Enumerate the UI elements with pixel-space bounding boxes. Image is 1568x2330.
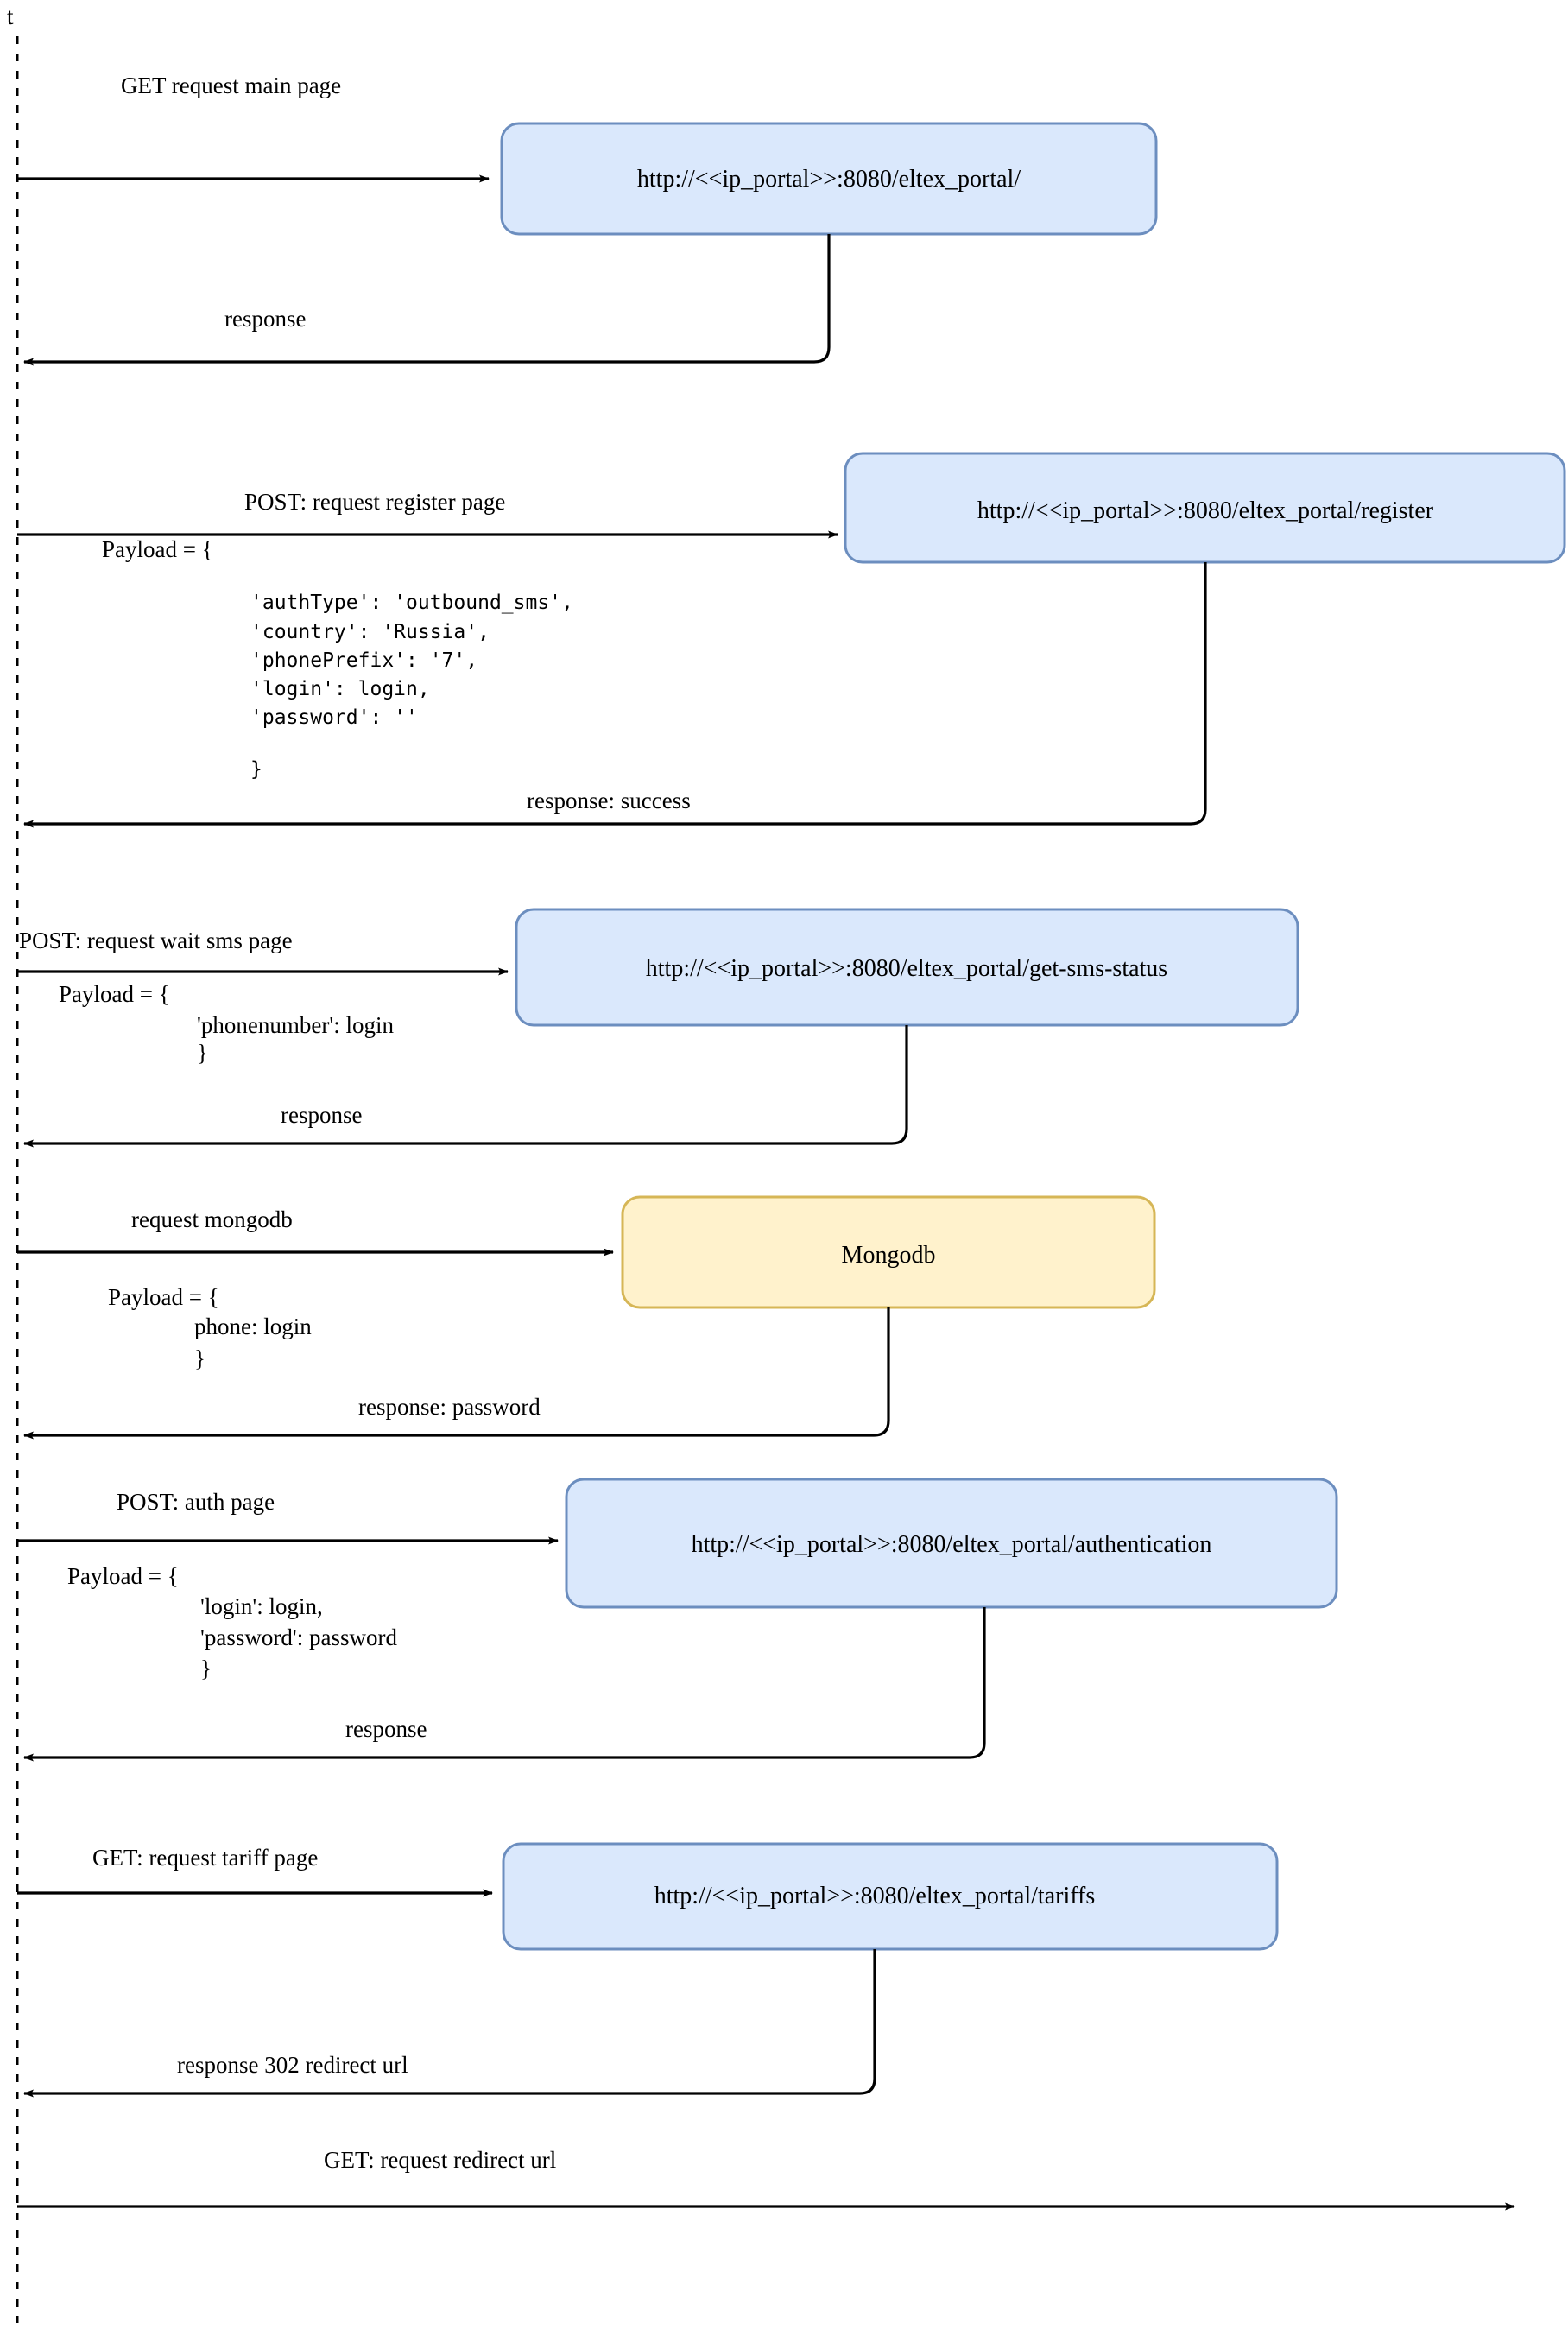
- payload-mongodb-footer: }: [194, 1345, 205, 1371]
- message-arrow-m2: [23, 234, 831, 366]
- payload-auth-header: Payload = {: [67, 1563, 179, 1589]
- node-label-tariffs: http://<<ip_portal>>:8080/eltex_portal/t…: [654, 1883, 1096, 1909]
- message-group-response-auth: response: [23, 1607, 986, 1762]
- payload-register: Payload = { 'authType': 'outbound_sms', …: [102, 536, 573, 781]
- payload-register-line-4: 'password': '': [250, 706, 418, 729]
- node-label-register: http://<<ip_portal>>:8080/eltex_portal/r…: [977, 497, 1434, 524]
- message-arrow-m6: [23, 1025, 908, 1148]
- payload-mongodb: Payload = { phone: login }: [108, 1284, 312, 1371]
- message-label-m11: GET: request tariff page: [92, 1845, 318, 1871]
- message-group-post-register: POST: request register page: [17, 489, 838, 539]
- payload-register-line-1: 'country': 'Russia',: [250, 621, 490, 643]
- message-arrow-m12: [23, 1949, 876, 2098]
- message-label-m5: POST: request wait sms page: [19, 928, 293, 953]
- message-label-m7: request mongodb: [131, 1206, 293, 1232]
- node-label-main-page: http://<<ip_portal>>:8080/eltex_portal/: [637, 166, 1021, 193]
- payload-register-line-0: 'authType': 'outbound_sms',: [250, 592, 573, 614]
- payload-sms-footer: }: [197, 1040, 208, 1066]
- payload-register-footer: }: [250, 758, 262, 781]
- message-group-response-main-page: response: [23, 234, 831, 366]
- message-arrow-m4: [23, 562, 1207, 828]
- message-group-request-mongodb: request mongodb: [17, 1206, 614, 1257]
- message-label-m12: response 302 redirect url: [177, 2052, 408, 2078]
- message-group-response-mongodb: response: password: [23, 1307, 890, 1440]
- message-label-m6: response: [281, 1102, 362, 1128]
- node-label-mongodb: Mongodb: [842, 1242, 936, 1269]
- payload-sms-line-0: 'phonenumber': login: [197, 1012, 394, 1038]
- message-arrow-m10: [23, 1607, 986, 1762]
- message-group-get-tariffs: GET: request tariff page: [17, 1845, 493, 1897]
- node-mongodb[interactable]: Mongodb: [621, 1195, 1156, 1309]
- message-group-response-register: response: success: [23, 562, 1207, 828]
- message-label-m3: POST: request register page: [244, 489, 505, 515]
- payload-register-line-3: 'login': login,: [250, 678, 430, 700]
- node-box-authentication[interactable]: [565, 1478, 1338, 1609]
- message-label-m2: response: [224, 306, 306, 332]
- message-group-response-sms: response: [23, 1025, 908, 1148]
- payload-sms-header: Payload = {: [59, 981, 170, 1007]
- payload-mongodb-header: Payload = {: [108, 1284, 219, 1310]
- message-label-m10: response: [345, 1716, 427, 1742]
- node-main-page[interactable]: http://<<ip_portal>>:8080/eltex_portal/: [500, 122, 1158, 236]
- time-axis-label: t: [7, 3, 14, 29]
- node-tariffs[interactable]: http://<<ip_portal>>:8080/eltex_portal/t…: [502, 1842, 1279, 1951]
- node-get-sms-status[interactable]: http://<<ip_portal>>:8080/eltex_portal/g…: [515, 908, 1299, 1027]
- message-group-response-redirect: response 302 redirect url: [23, 1949, 876, 2098]
- node-box-tariffs[interactable]: [502, 1842, 1279, 1951]
- message-label-m4: response: success: [527, 788, 691, 814]
- message-group-get-redirect-url: GET: request redirect url: [17, 2147, 1515, 2211]
- node-label-get-sms-status: http://<<ip_portal>>:8080/eltex_portal/g…: [646, 955, 1167, 982]
- message-label-m1: GET request main page: [121, 73, 341, 98]
- message-group-post-auth: POST: auth page: [17, 1489, 559, 1545]
- message-label-m8: response: password: [358, 1394, 541, 1420]
- payload-auth-footer: }: [200, 1656, 212, 1681]
- payload-auth: Payload = { 'login': login, 'password': …: [67, 1563, 397, 1681]
- message-label-m13: GET: request redirect url: [324, 2147, 556, 2173]
- message-group-get-main-page: GET request main page: [17, 73, 490, 183]
- message-label-m9: POST: auth page: [117, 1489, 275, 1515]
- node-register[interactable]: http://<<ip_portal>>:8080/eltex_portal/r…: [844, 452, 1566, 564]
- payload-register-line-2: 'phonePrefix': '7',: [250, 649, 477, 672]
- payload-register-header: Payload = {: [102, 536, 213, 562]
- payload-sms: Payload = { 'phonenumber': login }: [59, 981, 394, 1066]
- payload-auth-line-0: 'login': login,: [200, 1593, 323, 1619]
- message-group-post-wait-sms: POST: request wait sms page: [17, 928, 509, 976]
- message-arrow-m8: [23, 1307, 890, 1440]
- payload-auth-line-1: 'password': password: [200, 1624, 397, 1650]
- payload-mongodb-line-0: phone: login: [194, 1314, 312, 1339]
- node-label-authentication: http://<<ip_portal>>:8080/eltex_portal/a…: [692, 1531, 1212, 1558]
- node-authentication[interactable]: http://<<ip_portal>>:8080/eltex_portal/a…: [565, 1478, 1338, 1609]
